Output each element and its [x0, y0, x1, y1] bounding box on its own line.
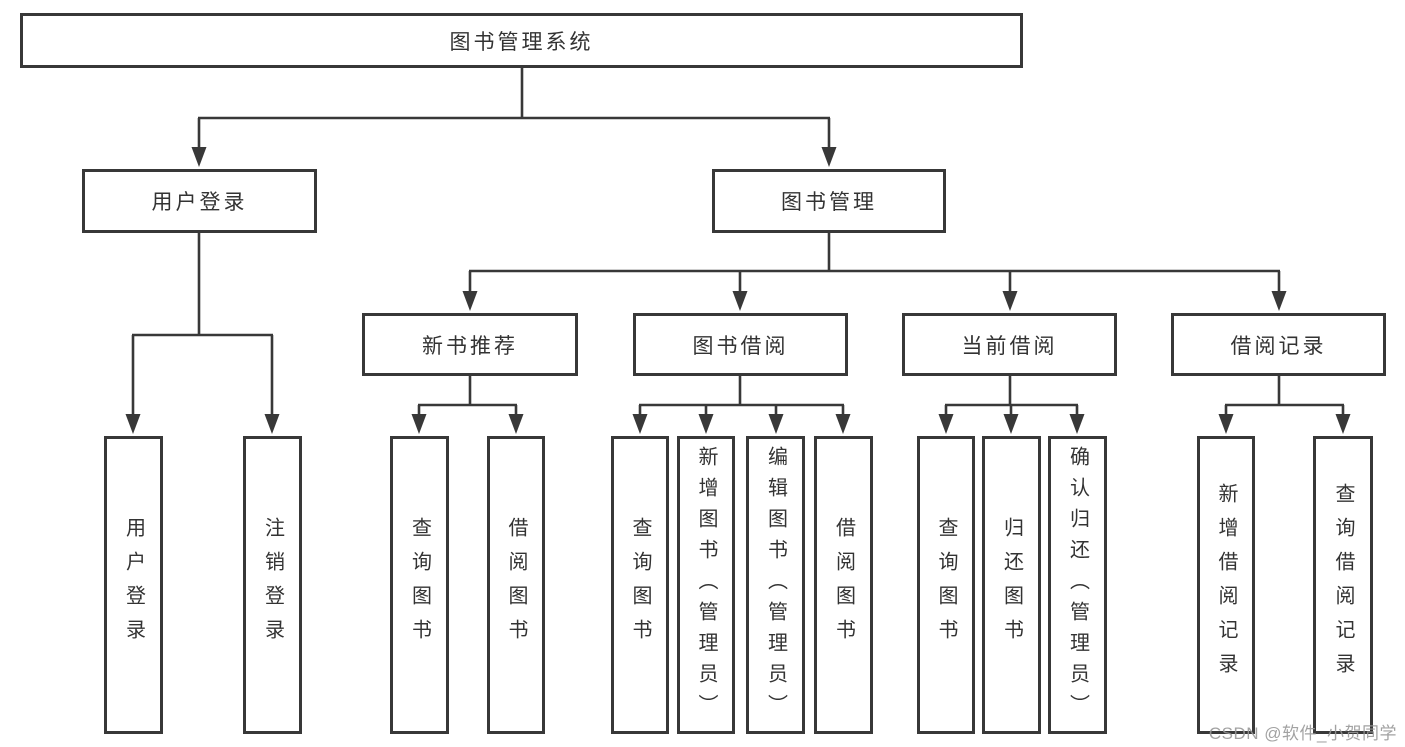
leaf-query-books-recommend: 查询图书 [390, 436, 449, 734]
leaf-confirm-return-admin: 确认归还（管理员） [1048, 436, 1107, 734]
node-user-login: 用户登录 [82, 169, 317, 233]
leaf-query-borrow-record: 查询借阅记录 [1313, 436, 1373, 734]
leaf-borrow-books-recommend: 借阅图书 [487, 436, 545, 734]
leaf-borrow-books: 借阅图书 [814, 436, 873, 734]
node-book-borrow: 图书借阅 [633, 313, 848, 376]
node-library-system: 图书管理系统 [20, 13, 1023, 68]
leaf-add-book-admin: 新增图书（管理员） [677, 436, 735, 734]
leaf-add-borrow-record: 新增借阅记录 [1197, 436, 1255, 734]
leaf-user-login: 用户登录 [104, 436, 163, 734]
node-borrow-records: 借阅记录 [1171, 313, 1386, 376]
leaf-logout: 注销登录 [243, 436, 302, 734]
node-current-borrow: 当前借阅 [902, 313, 1117, 376]
leaf-edit-book-admin: 编辑图书（管理员） [746, 436, 805, 734]
leaf-query-books-current: 查询图书 [917, 436, 975, 734]
leaf-return-book: 归还图书 [982, 436, 1041, 734]
watermark-text: CSDN @软件_小贺同学 [1208, 724, 1397, 743]
node-book-management: 图书管理 [712, 169, 946, 233]
leaf-query-books-borrow: 查询图书 [611, 436, 669, 734]
node-new-book-recommend: 新书推荐 [362, 313, 578, 376]
